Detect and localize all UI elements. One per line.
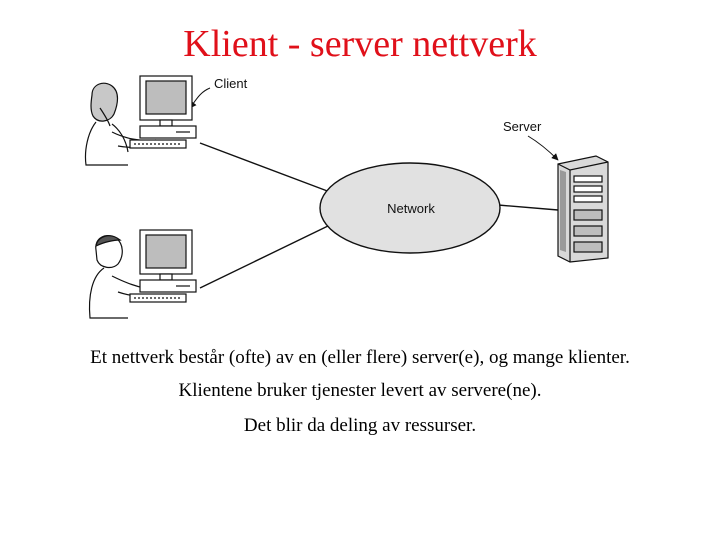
network-label: Network <box>387 201 435 216</box>
monitor-icon <box>139 229 193 281</box>
monitor-icon <box>139 75 193 127</box>
system-unit-icon <box>139 125 197 139</box>
client-workstation-top <box>84 75 197 166</box>
server-link <box>497 204 559 211</box>
caption-line-1: Et nettverk består (ofte) av en (eller f… <box>90 347 630 368</box>
slide-title: Klient - server nettverk <box>183 23 537 65</box>
client-workstation-bottom <box>88 229 197 319</box>
keyboard-icon <box>129 293 187 303</box>
client-server-diagram: Network Client Server <box>84 75 609 319</box>
client-bottom-link <box>199 224 331 289</box>
client-top-link <box>199 142 331 193</box>
caption-line-3: Det blir da deling av ressurser. <box>243 415 477 436</box>
server-tower-icon <box>557 155 609 263</box>
server-label-arrow <box>527 135 559 161</box>
client-label-arrow <box>189 87 211 109</box>
keyboard-icon <box>129 139 187 149</box>
system-unit-icon <box>139 279 197 293</box>
client-label: Client <box>214 76 248 91</box>
caption-line-2: Klientene bruker tjenester levert av ser… <box>178 380 542 401</box>
server-label: Server <box>503 119 542 134</box>
connection-lines <box>199 142 559 289</box>
network-cloud: Network <box>319 162 501 254</box>
